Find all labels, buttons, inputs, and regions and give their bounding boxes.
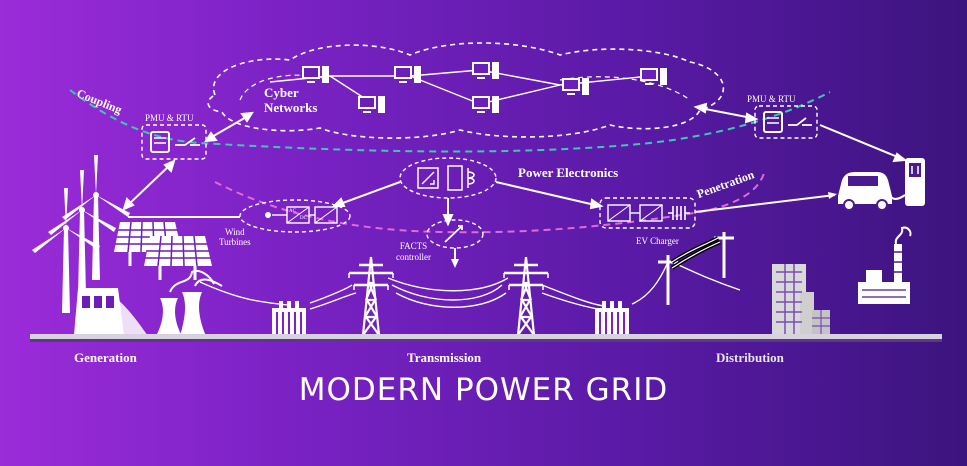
wind-label-line1: Wind [225,227,245,237]
transformer-icon [271,300,307,337]
pmu-rtu-label-left: PMU & RTU [145,113,194,123]
ev-link-arrow [828,192,837,199]
power-electronics-cloud [399,157,497,199]
solar-panel-icon [142,234,214,282]
computer-icon [472,96,499,113]
generation-label: Generation [74,350,137,365]
converter-ac-label: AC [289,209,296,214]
wind-label-line2: Turbines [219,237,251,247]
pmu-rtu-label-right: PMU & RTU [747,94,796,104]
computer-icon [358,96,385,113]
transmission-tower-icon [347,255,395,337]
cyber-networks-label: Cyber Networks [264,85,317,115]
factory-icon [858,226,912,304]
ground-shadow [30,339,942,342]
distribution-label: Distribution [716,350,784,365]
wind-converter [239,199,351,233]
wind-turbine-icon [48,170,116,295]
transmission-tower-icon [502,255,550,337]
computer-icon [562,78,589,95]
building-icon [772,264,830,334]
pmu-device-icon [141,124,207,160]
communication-arrows [122,102,908,211]
cyber-label-line1: Cyber [264,85,299,100]
cyber-label-line2: Networks [264,100,318,115]
coupling-line [69,89,831,153]
transformer-icon [594,300,630,337]
ev-charger-label: EV Charger [636,236,679,246]
computer-icon [302,66,329,83]
computer-icon [640,68,667,85]
facts-controller [426,219,484,268]
utility-pole-icon [670,232,734,278]
computer-icon [394,66,421,83]
ground-line [30,334,942,339]
utility-pole-icon [658,255,678,305]
ev-link [694,194,836,213]
transmission-label: Transmission [407,350,482,365]
power-electronics-label: Power Electronics [518,165,619,180]
cooling-tower-icon [156,270,223,336]
facts-label-line2: controller [396,252,431,262]
car-icon [838,172,892,211]
page-title: MODERN POWER GRID [298,372,669,408]
converter-dc-label: DC [300,216,307,221]
facts-label-line1: FACTS [399,241,428,251]
pmu-device-icon [754,105,818,139]
dam-icon [74,288,148,336]
ev-converter [599,197,696,229]
power-electronics-arrows [331,181,604,227]
wind-turbines-label: Wind Turbines [219,227,251,247]
facts-controller-label: FACTS controller [396,241,431,263]
ev-charger-icon [889,158,925,206]
computer-icon [472,62,499,79]
